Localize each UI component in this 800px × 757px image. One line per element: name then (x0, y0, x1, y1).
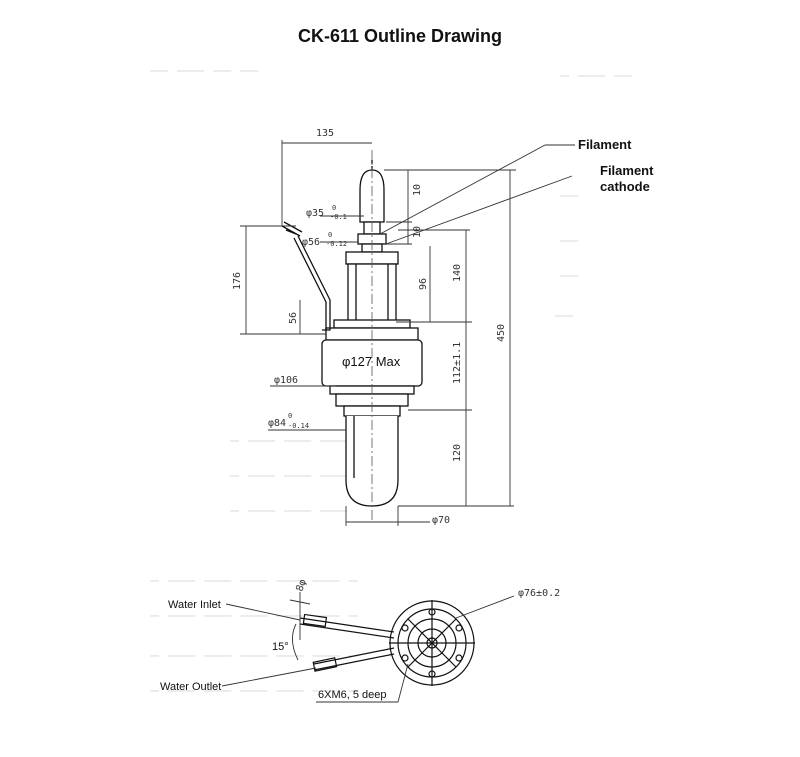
dim-112: 112±1.1 (452, 342, 463, 384)
dim-84-tol-top: 0 (288, 412, 292, 420)
label-thread: 6XM6, 5 deep (318, 689, 387, 701)
dim-10b: 10 (412, 226, 423, 238)
svg-text:— ——— ——— ——— ——— ——— —: — ——— ——— ——— ——— ——— — (150, 646, 359, 664)
dim-140: 140 (452, 264, 463, 282)
bottom-view-dimensions (221, 592, 515, 703)
svg-text:——: —— (560, 231, 579, 249)
dim-35-tol-bot: -0.1 (330, 213, 347, 221)
tube-side-view (281, 160, 423, 507)
dim-35: φ35 (306, 208, 324, 219)
dim-56v: 56 (288, 312, 299, 324)
svg-text:— ——— ——— ——— ——— ——— —: — ——— ——— ——— ——— ——— — (150, 571, 359, 589)
label-water-outlet: Water Outlet (160, 681, 221, 693)
label-diameter-max: φ127 Max (342, 354, 401, 369)
svg-text:— ——— ——— ——— ——— ——— —: — ——— ——— ——— ——— ——— — (150, 681, 359, 699)
dim-56: φ56 (302, 237, 320, 248)
dimension-lines (240, 140, 575, 526)
background-texture: —— ——— —— —— — ——— —— —— —— —— —— — ——— … (150, 61, 633, 699)
label-water-inlet: Water Inlet (168, 599, 221, 611)
dim-176: 176 (232, 272, 243, 290)
dim-450: 450 (496, 324, 507, 342)
label-filament-cathode-2: cathode (600, 179, 650, 194)
dim-84-tol-bot: -0.14 (288, 422, 309, 430)
dim-8: 8φ (294, 578, 308, 593)
svg-text:— ——— ——— ———: — ——— ——— ——— (230, 501, 348, 519)
dim-35-tol-top: 0 (332, 204, 336, 212)
dim-120: 120 (452, 444, 463, 462)
svg-text:——: —— (555, 306, 574, 324)
dim-10a: 10 (412, 184, 423, 196)
svg-text:— ——— ——: — ——— —— (560, 66, 633, 84)
page-title: CK-611 Outline Drawing (297, 26, 503, 46)
tube-bottom-view (299, 600, 475, 686)
label-filament: Filament (578, 137, 632, 152)
dim-70: φ70 (432, 515, 450, 526)
svg-text:— ——— ——— ———: — ——— ——— ——— (230, 431, 348, 449)
svg-text:— ——— ——— ———: — ——— ——— ——— (230, 466, 348, 484)
dim-84: φ84 (268, 418, 286, 429)
svg-text:——: —— (560, 186, 579, 204)
label-filament-cathode-1: Filament (600, 163, 654, 178)
dim-56-tol-bot: -0.12 (326, 240, 347, 248)
dim-76: φ76±0.2 (518, 588, 560, 599)
svg-text:—— ——— —— ——: —— ——— —— —— (150, 61, 259, 79)
dim-106: φ106 (274, 375, 298, 386)
label-angle: 15° (272, 641, 289, 653)
svg-text:——: —— (560, 266, 579, 284)
dim-135: 135 (316, 128, 334, 139)
dim-96: 96 (418, 278, 429, 290)
dim-56-tol-top: 0 (328, 231, 332, 239)
